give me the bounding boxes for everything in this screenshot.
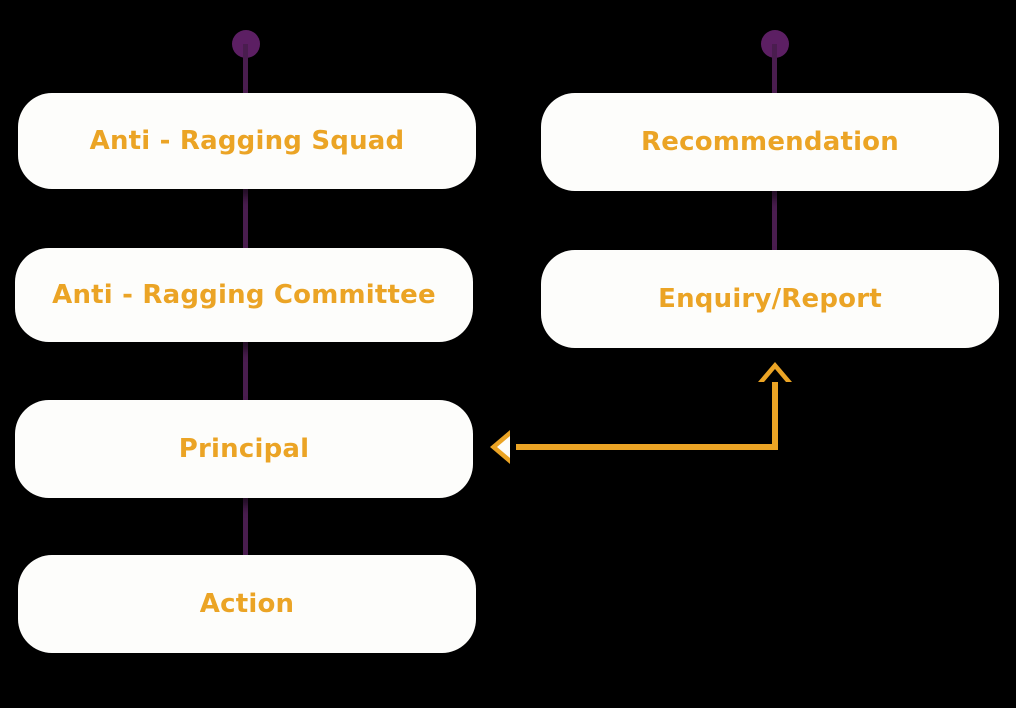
node-enquiry-report[interactable]: Enquiry/Report bbox=[541, 250, 999, 348]
node-action[interactable]: Action bbox=[18, 555, 476, 653]
node-label: Enquiry/Report bbox=[658, 284, 882, 314]
node-label: Anti - Ragging Squad bbox=[89, 126, 405, 156]
connector-committee-to-principal bbox=[243, 340, 248, 410]
right-start-stem bbox=[772, 44, 777, 99]
connector-principal-to-action bbox=[243, 495, 248, 565]
node-label: Action bbox=[199, 589, 295, 619]
feedback-arrow-horizontal bbox=[516, 444, 778, 450]
connector-recommendation-to-enquiry bbox=[772, 189, 777, 255]
node-anti-ragging-committee[interactable]: Anti - Ragging Committee bbox=[15, 248, 473, 342]
feedback-arrow-vertical bbox=[772, 382, 778, 448]
node-label: Recommendation bbox=[641, 127, 899, 157]
node-anti-ragging-squad[interactable]: Anti - Ragging Squad bbox=[18, 93, 476, 189]
node-principal[interactable]: Principal bbox=[15, 400, 473, 498]
node-label: Principal bbox=[178, 434, 310, 464]
node-recommendation[interactable]: Recommendation bbox=[541, 93, 999, 191]
chevron-left-icon-inner bbox=[497, 436, 510, 458]
chevron-up-icon-inner bbox=[764, 369, 786, 382]
node-label: Anti - Ragging Committee bbox=[52, 280, 436, 310]
left-start-stem bbox=[243, 44, 248, 99]
connector-squad-to-committee bbox=[243, 186, 248, 254]
